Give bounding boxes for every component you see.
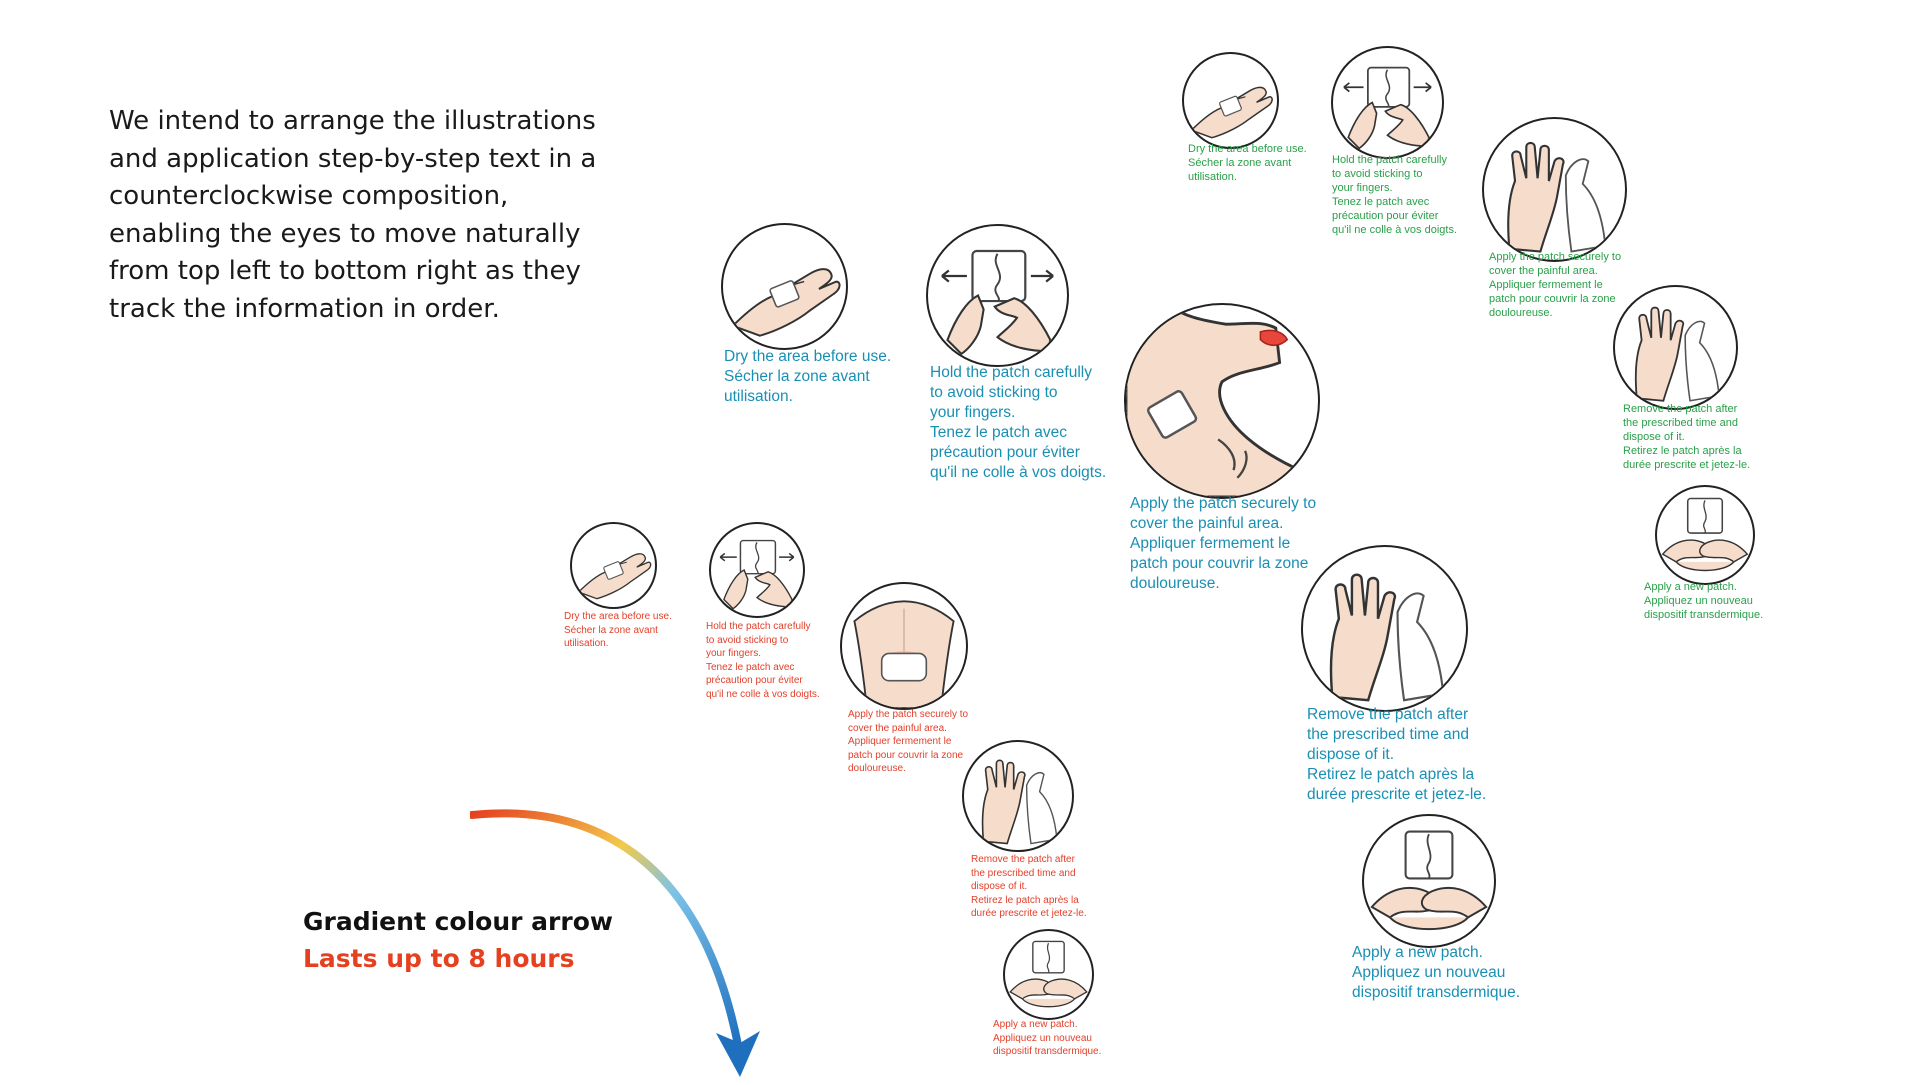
remove-patch-illustration bbox=[1301, 545, 1468, 712]
new-patch-illustration bbox=[1362, 814, 1496, 948]
dry-area-caption: Dry the area before use. Sécher la zone … bbox=[1188, 143, 1307, 183]
new-patch-illustration bbox=[1655, 485, 1755, 585]
intro-line: track the information in order. bbox=[109, 293, 500, 324]
remove-patch-illustration bbox=[1613, 285, 1738, 410]
arrow-label: Gradient colour arrow bbox=[303, 907, 613, 936]
dry-area-illustration bbox=[721, 223, 848, 350]
intro-line: counterclockwise composition, bbox=[109, 181, 509, 211]
remove-patch-caption: Remove the patch after the prescribed ti… bbox=[971, 854, 1087, 919]
apply-patch-caption: Apply the patch securely to cover the pa… bbox=[1489, 251, 1622, 319]
new-patch-caption: Apply a new patch. Appliquez un nouveau … bbox=[1352, 944, 1520, 1001]
remove-patch-illustration bbox=[962, 740, 1074, 852]
arrow-legend: Gradient colour arrow Lasts up to 8 hour… bbox=[303, 903, 613, 977]
dry-area-illustration bbox=[1182, 52, 1279, 149]
hold-patch-caption: Hold the patch carefully to avoid sticki… bbox=[706, 621, 820, 700]
apply-patch-back-illustration bbox=[840, 582, 968, 710]
hold-patch-caption: Hold the patch carefully to avoid sticki… bbox=[1332, 154, 1458, 236]
apply-patch-caption: Apply the patch securely to cover the pa… bbox=[1130, 495, 1317, 592]
remove-patch-caption: Remove the patch after the prescribed ti… bbox=[1307, 706, 1487, 803]
hold-patch-illustration bbox=[926, 224, 1069, 367]
apply-patch-caption: Apply the patch securely to cover the pa… bbox=[848, 709, 969, 774]
intro-paragraph: We intend to arrange the illustrations a… bbox=[109, 103, 649, 328]
dry-area-caption: Dry the area before use. Sécher la zone … bbox=[564, 611, 672, 649]
intro-line: and application step-by-step text in a bbox=[109, 143, 597, 174]
dry-area-caption: Dry the area before use. Sécher la zone … bbox=[724, 348, 892, 405]
intro-line: from top left to bottom right as they bbox=[109, 256, 581, 286]
gradient-arrow-icon bbox=[470, 809, 760, 1077]
new-patch-illustration bbox=[1003, 929, 1094, 1020]
new-patch-caption: Apply a new patch. Appliquez un nouveau … bbox=[1644, 581, 1764, 621]
intro-line: We intend to arrange the illustrations bbox=[109, 106, 596, 136]
new-patch-caption: Apply a new patch. Appliquez un nouveau … bbox=[993, 1019, 1102, 1057]
intro-line: enabling the eyes to move naturally bbox=[109, 218, 581, 249]
dry-area-illustration bbox=[570, 522, 657, 609]
hold-patch-illustration bbox=[709, 522, 805, 618]
apply-patch-illustration bbox=[1482, 117, 1627, 262]
remove-patch-caption: Remove the patch after the prescribed ti… bbox=[1623, 403, 1751, 471]
hold-patch-illustration bbox=[1331, 46, 1444, 159]
duration-label: Lasts up to 8 hours bbox=[303, 944, 575, 973]
hold-patch-caption: Hold the patch carefully to avoid sticki… bbox=[930, 364, 1107, 481]
apply-patch-neck-illustration bbox=[1124, 303, 1320, 499]
